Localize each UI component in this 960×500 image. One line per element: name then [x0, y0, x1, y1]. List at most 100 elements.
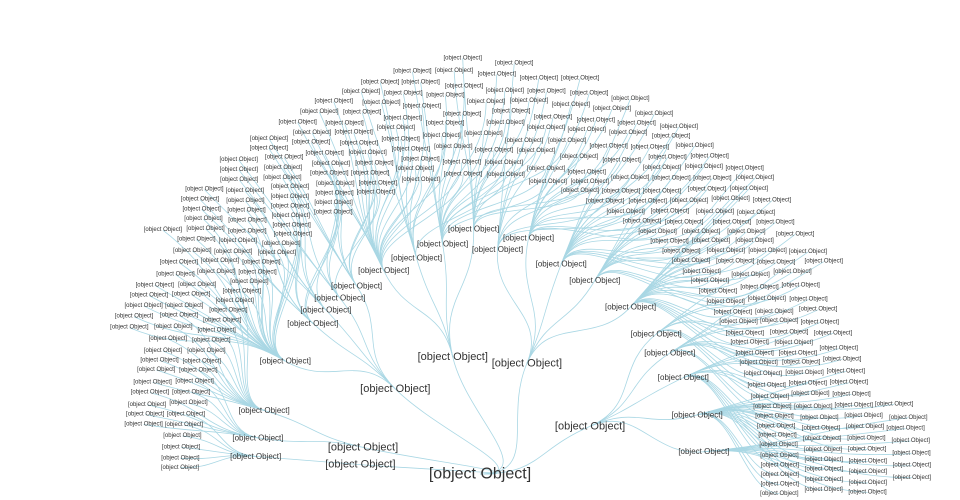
leaf-node-label: [object Object]: [577, 117, 616, 123]
leaf-node-label: [object Object]: [214, 249, 253, 255]
leaf-node-label: [object Object]: [652, 133, 691, 139]
link-group-to-leaf: [630, 200, 773, 308]
link-group-to-leaf: [697, 370, 846, 416]
leaf-node-label: [object Object]: [179, 368, 218, 374]
leaf-node-label: [object Object]: [770, 330, 809, 336]
link-group-to-leaf: [441, 122, 506, 245]
leaf-node-label: [object Object]: [340, 140, 379, 146]
link-branch-to-group: [312, 323, 396, 390]
leaf-node-label: [object Object]: [665, 219, 704, 225]
link-group-to-leaf: [703, 449, 912, 479]
leaf-node-label: [object Object]: [228, 218, 267, 224]
leaf-node-label: [object Object]: [801, 320, 840, 326]
leaf-node-label: [object Object]: [603, 158, 642, 164]
leaf-node-label: [object Object]: [775, 340, 814, 346]
link-group-to-leaf: [297, 122, 385, 271]
leaf-node-label: [object Object]: [162, 444, 201, 450]
link-group-to-leaf: [528, 132, 629, 239]
link-group-to-leaf: [440, 102, 487, 245]
leaf-node-label: [object Object]: [443, 160, 482, 166]
leaf-node-label: [object Object]: [707, 248, 746, 254]
link-group-to-leaf: [594, 222, 733, 281]
leaf-node-label: [object Object]: [314, 209, 353, 215]
leaf-node-label: [object Object]: [334, 130, 373, 136]
leaf-node-label: [object Object]: [727, 229, 766, 235]
link-group-to-leaf: [272, 215, 298, 362]
leaf-node-label: [object Object]: [223, 288, 262, 294]
group-node-label: [object Object]: [331, 281, 382, 290]
leaf-node-label: [object Object]: [487, 172, 526, 178]
leaf-node-label: [object Object]: [126, 412, 165, 418]
link-group-to-leaf: [473, 74, 498, 230]
leaf-node-label: [object Object]: [402, 177, 441, 183]
leaf-node-label: [object Object]: [740, 285, 779, 291]
leaf-node-label: [object Object]: [264, 165, 303, 171]
link-group-to-leaf: [412, 71, 443, 245]
link-group-to-leaf: [203, 218, 286, 362]
branch-node-label: [object Object]: [555, 420, 625, 432]
leaf-node-label: [object Object]: [265, 155, 304, 161]
leaf-node-label: [object Object]: [343, 110, 382, 116]
link-branch-to-group: [356, 285, 396, 390]
link-group-to-leaf: [380, 147, 454, 271]
leaf-node-label: [object Object]: [848, 446, 887, 452]
leaf-node-label: [object Object]: [692, 238, 731, 244]
link-branch-to-group: [264, 410, 364, 448]
leaf-node-label: [object Object]: [192, 338, 231, 344]
leaf-node-label: [object Object]: [182, 206, 221, 212]
link-group-to-leaf: [560, 113, 655, 265]
leaf-node-label: [object Object]: [250, 145, 289, 151]
link-group-to-leaf: [199, 199, 314, 324]
group-node-label: [object Object]: [678, 447, 729, 456]
link-group-to-leaf: [655, 330, 771, 398]
leaf-node-label: [object Object]: [172, 389, 211, 395]
leaf-node-label: [object Object]: [570, 90, 609, 96]
link-branch-to-group: [449, 229, 475, 358]
leaf-node-label: [object Object]: [315, 190, 354, 196]
leaf-node-label: [object Object]: [201, 258, 240, 264]
leaf-node-label: [object Object]: [706, 299, 745, 305]
leaf-node-label: [object Object]: [713, 220, 752, 226]
leaf-node-label: [object Object]: [757, 423, 796, 429]
leaf-node-label: [object Object]: [631, 144, 670, 150]
leaf-node-label: [object Object]: [144, 227, 183, 233]
leaf-node-label: [object Object]: [760, 318, 799, 324]
leaf-node-label: [object Object]: [651, 208, 690, 214]
leaf-node-label: [object Object]: [823, 356, 862, 362]
leaf-node-label: [object Object]: [527, 125, 566, 131]
link-group-to-leaf: [594, 126, 680, 281]
leaf-node-label: [object Object]: [691, 153, 730, 159]
leaf-node-label: [object Object]: [755, 309, 794, 315]
link-group-to-leaf: [630, 168, 745, 308]
leaf-node-label: [object Object]: [589, 143, 628, 149]
leaf-node-label: [object Object]: [548, 138, 587, 144]
link-branch-to-group: [525, 237, 536, 364]
link-group-to-leaf: [247, 220, 286, 362]
link-group-to-leaf: [497, 157, 580, 250]
leaf-node-label: [object Object]: [478, 71, 517, 77]
link-group-to-leaf: [669, 261, 824, 354]
link-group-to-leaf: [560, 98, 631, 265]
leaf-node-label: [object Object]: [384, 115, 423, 121]
leaf-node-label: [object Object]: [779, 350, 818, 356]
leaf-node-label: [object Object]: [799, 307, 838, 313]
leaf-node-label: [object Object]: [357, 190, 396, 196]
group-node-label: [object Object]: [472, 245, 523, 254]
leaf-node-label: [object Object]: [739, 360, 778, 366]
leaf-node-label: [object Object]: [568, 127, 607, 133]
leaf-node-label: [object Object]: [849, 469, 888, 475]
leaf-node-label: [object Object]: [805, 477, 844, 483]
leaf-node-label: [object Object]: [165, 303, 204, 309]
leaf-node-label: [object Object]: [315, 99, 354, 105]
link-branch-to-group: [442, 243, 454, 358]
leaf-node-label: [object Object]: [776, 231, 815, 237]
group-node-label: [object Object]: [631, 330, 682, 339]
leaf-node-label: [object Object]: [756, 219, 795, 225]
leaf-node-label: [object Object]: [748, 248, 787, 254]
link-group-to-leaf: [328, 183, 342, 299]
leaf-node-label: [object Object]: [272, 222, 311, 228]
link-group-to-leaf: [497, 78, 540, 250]
leaf-node-label: [object Object]: [805, 259, 844, 265]
leaf-node-label: [object Object]: [165, 422, 204, 428]
group-node-label: [object Object]: [232, 433, 283, 442]
